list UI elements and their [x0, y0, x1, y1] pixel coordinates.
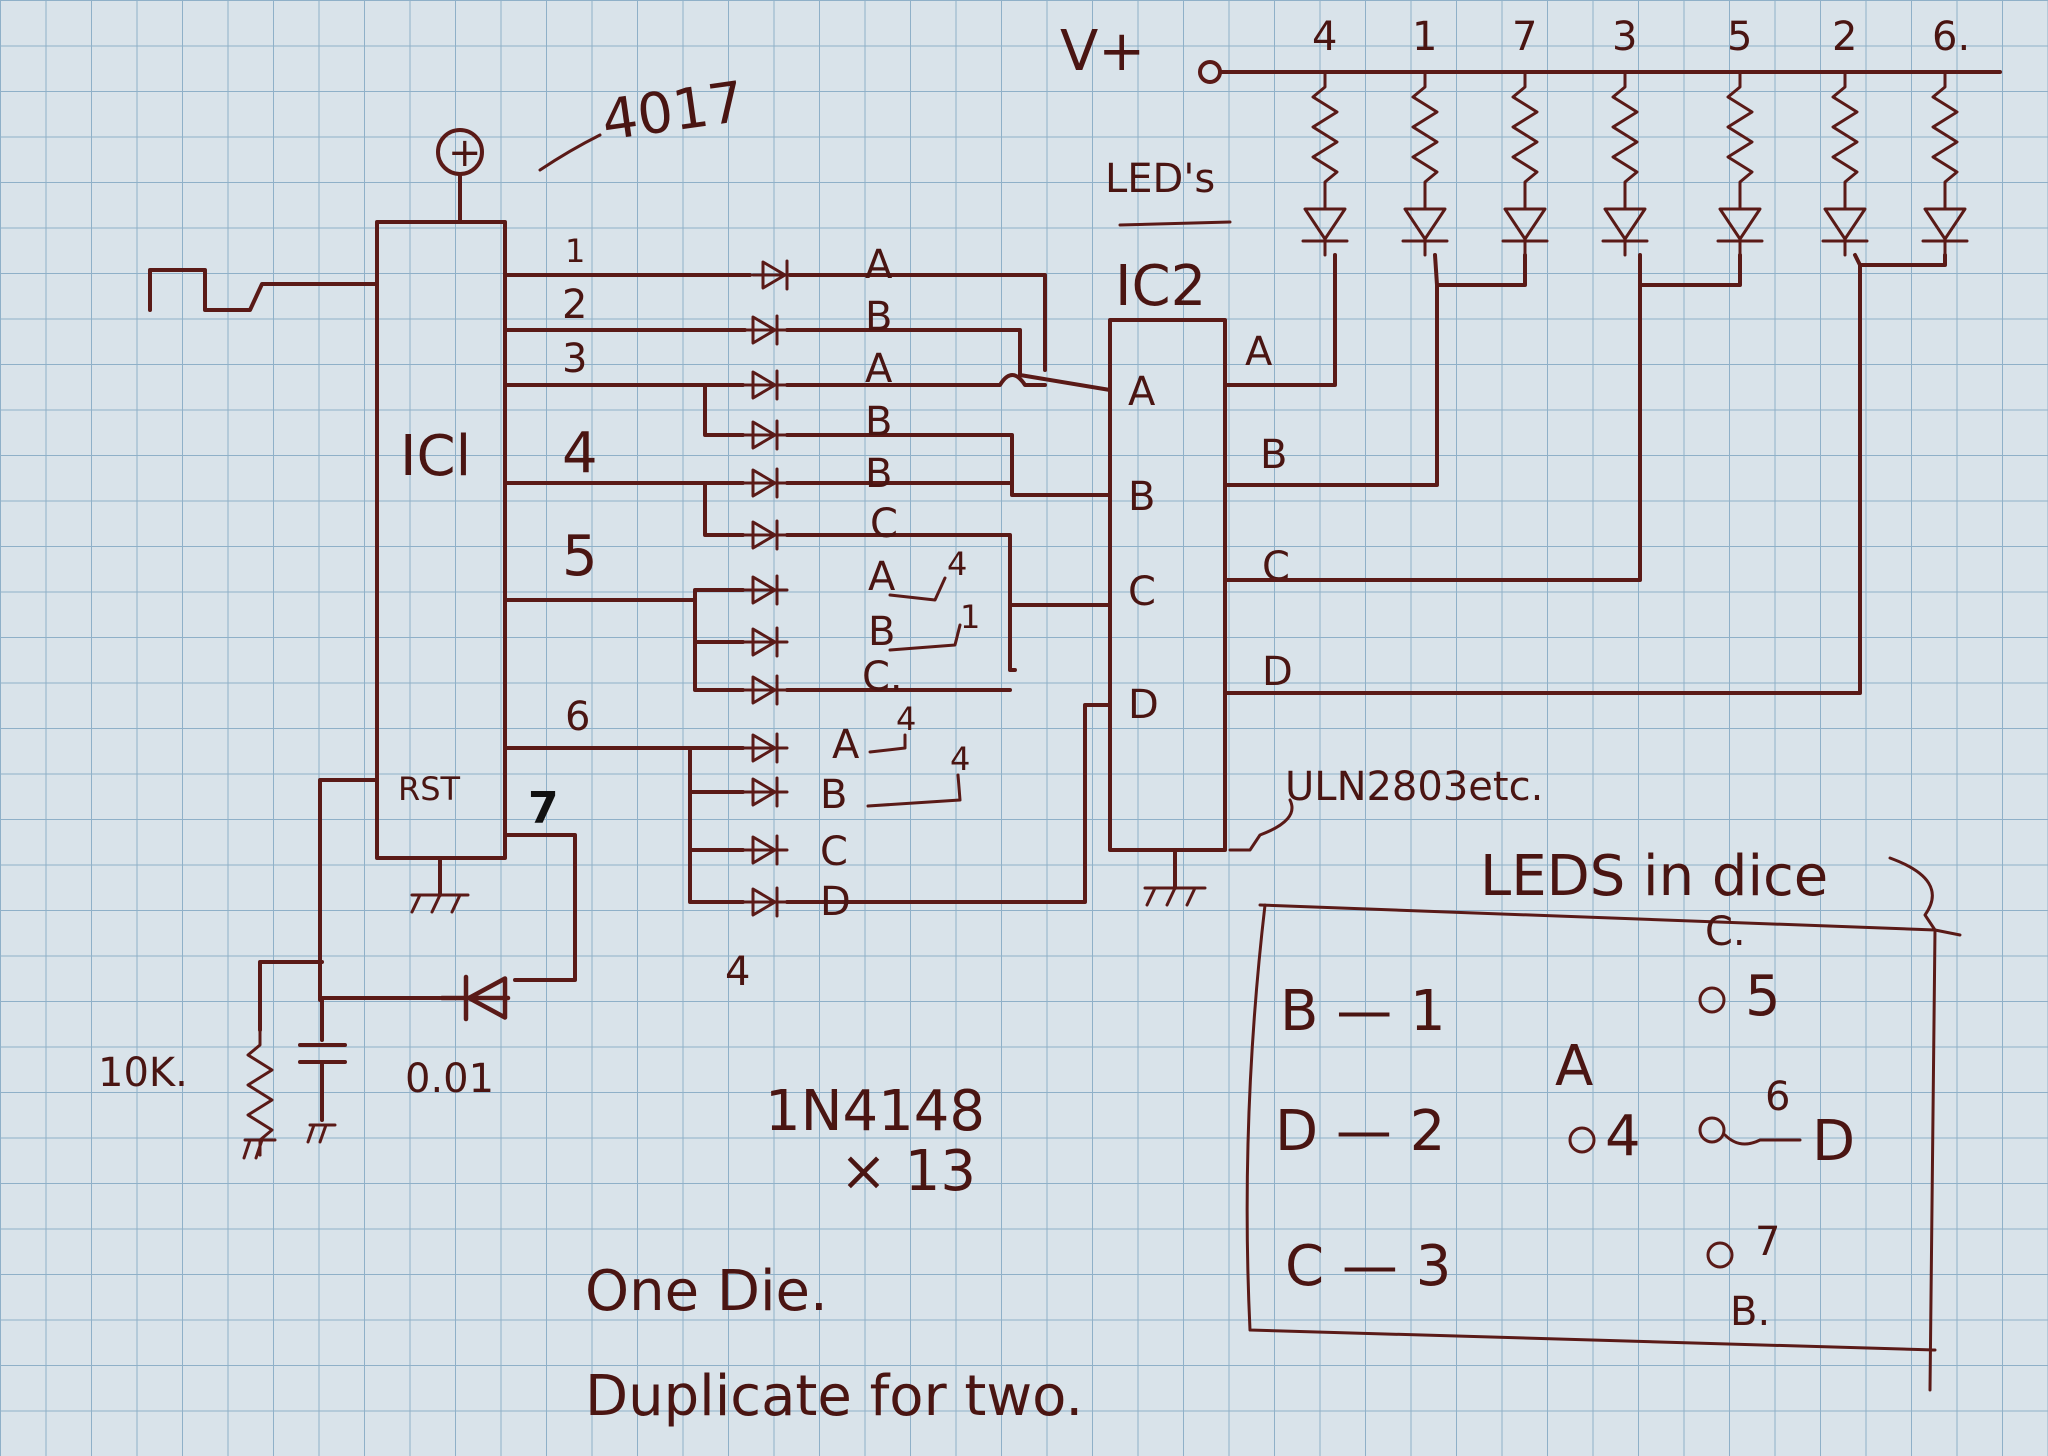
ic2-label: IC2	[1115, 254, 1206, 319]
led-array: V+ LED's 4 1 7 3 5 2 6.	[1060, 14, 2002, 257]
ic1-pin7-label: 7	[528, 783, 559, 834]
ic2-body	[1108, 318, 1227, 852]
ic1-output-label: 5	[562, 524, 598, 589]
diode-label: B	[865, 294, 892, 340]
capacitor-value: 0.01	[405, 1056, 494, 1102]
led-number: 2	[1832, 14, 1857, 60]
clock-input-wire	[148, 268, 379, 312]
led-number: 6.	[1932, 14, 1970, 60]
ic2-part-number: ULN2803etc.	[1285, 764, 1543, 810]
led-number: 4	[1312, 14, 1337, 60]
ic1-part-leader	[538, 133, 602, 172]
reset-wire	[318, 778, 379, 1002]
diode-mark: 4	[950, 740, 970, 778]
dice-title-arrow	[1888, 856, 1962, 937]
dice-led-6	[1698, 1116, 1726, 1144]
ic2-output-label: A	[1245, 329, 1273, 375]
dice-bottom-b: B.	[1730, 1289, 1770, 1335]
diode-label: C	[820, 829, 848, 875]
ic2-output-wires	[1223, 253, 1947, 695]
reset-network: 10K. 0.01	[98, 778, 577, 1160]
ic1-reset-label: RST	[398, 770, 461, 808]
ic2-part-leader	[1228, 798, 1294, 852]
ic1-output-label: 2	[562, 282, 587, 328]
ic1-output-label: 3	[562, 336, 587, 382]
led-number: 7	[1512, 14, 1537, 60]
dice-left-c: C — 3	[1285, 1234, 1451, 1299]
ic2-output-label: C	[1262, 544, 1290, 590]
dice-led-4	[1568, 1126, 1596, 1154]
diode-label: B	[865, 399, 892, 445]
ic1-output-label: 6	[565, 694, 590, 740]
diode-label: C.	[862, 654, 903, 700]
note-line-1: One Die.	[585, 1259, 828, 1324]
rc-wire	[258, 960, 324, 1042]
diode-label: B	[820, 772, 847, 818]
ic1-output-label: 1	[565, 232, 585, 270]
dice-led-7	[1706, 1241, 1734, 1269]
dice-center-4: 4	[1605, 1104, 1641, 1169]
led-number: 3	[1612, 14, 1637, 60]
dice-center-a: A	[1555, 1034, 1593, 1099]
diode-matrix: A B A B B C A B C. A B C D 4 1 4 4 4 1N4…	[688, 242, 1112, 1204]
ic2-output-label: D	[1262, 649, 1293, 695]
dice-left-d: D — 2	[1275, 1099, 1445, 1164]
supply-label: V+	[1060, 19, 1145, 84]
diode-mark: 4	[947, 545, 967, 583]
ic2-input-label: D	[1128, 682, 1159, 728]
ic1-ground-symbol	[410, 893, 470, 914]
ic2-driver: IC2 A B C D A B C D ULN2803etc.	[1108, 254, 1543, 907]
diode-label: C	[870, 501, 898, 547]
diode-part-marker: 4	[725, 949, 750, 995]
reset-diode	[439, 974, 511, 1022]
diode-cathode-wires	[785, 273, 1112, 904]
diode-bus	[688, 383, 745, 904]
dice-right-5: 5	[1745, 964, 1781, 1029]
diode-mark: 4	[896, 700, 916, 738]
dice-led-5	[1698, 986, 1726, 1014]
ic1-outputs: 1 2 3 4 5 6	[503, 232, 752, 750]
diode-label: B	[868, 609, 895, 655]
dice-left-b: B — 1	[1280, 979, 1446, 1044]
ic2-ground-symbol	[1143, 886, 1207, 907]
diode-label: A	[868, 554, 896, 600]
dice-right-7: 7	[1755, 1219, 1780, 1265]
dice-layout: LEDS in dice C. B — 1 D — 2 C — 3 A 4 5 …	[1245, 844, 1962, 1392]
diode-label: A	[865, 242, 893, 288]
timing-capacitor	[298, 1043, 347, 1122]
diode-mark: 1	[960, 598, 980, 636]
dice-right-6: 6	[1765, 1074, 1790, 1120]
note-line-2: Duplicate for two.	[585, 1364, 1083, 1429]
dice-title: LEDS in dice	[1480, 844, 1828, 909]
led-label: LED's	[1105, 156, 1215, 202]
led-drive-a	[1223, 253, 1337, 387]
ic1-power-symbol: +	[448, 130, 482, 176]
ic1-output-label: 4	[562, 421, 598, 486]
ic2-input-label: C	[1128, 569, 1156, 615]
led-number: 1	[1412, 14, 1437, 60]
resistor-value: 10K.	[98, 1050, 188, 1096]
pin7-wire	[503, 833, 577, 982]
diode-part-number: 1N4148	[765, 1079, 985, 1144]
diode-label: A	[832, 722, 860, 768]
diode-count: × 13	[840, 1139, 976, 1204]
dice-right-d: D	[1812, 1109, 1855, 1174]
led-label-underline	[1118, 220, 1232, 227]
dice-top-label: C.	[1705, 909, 1746, 955]
ic1-label: ICl	[400, 424, 471, 489]
ic2-input-label: B	[1128, 474, 1155, 520]
diode-label: D	[820, 879, 851, 925]
ic2-input-label: A	[1128, 369, 1156, 415]
diode-label: B	[865, 451, 892, 497]
led-number: 5	[1727, 14, 1752, 60]
diode-label: A	[865, 346, 893, 392]
diode-mark-leaders	[866, 576, 962, 808]
ic2-output-label: B	[1260, 432, 1287, 478]
